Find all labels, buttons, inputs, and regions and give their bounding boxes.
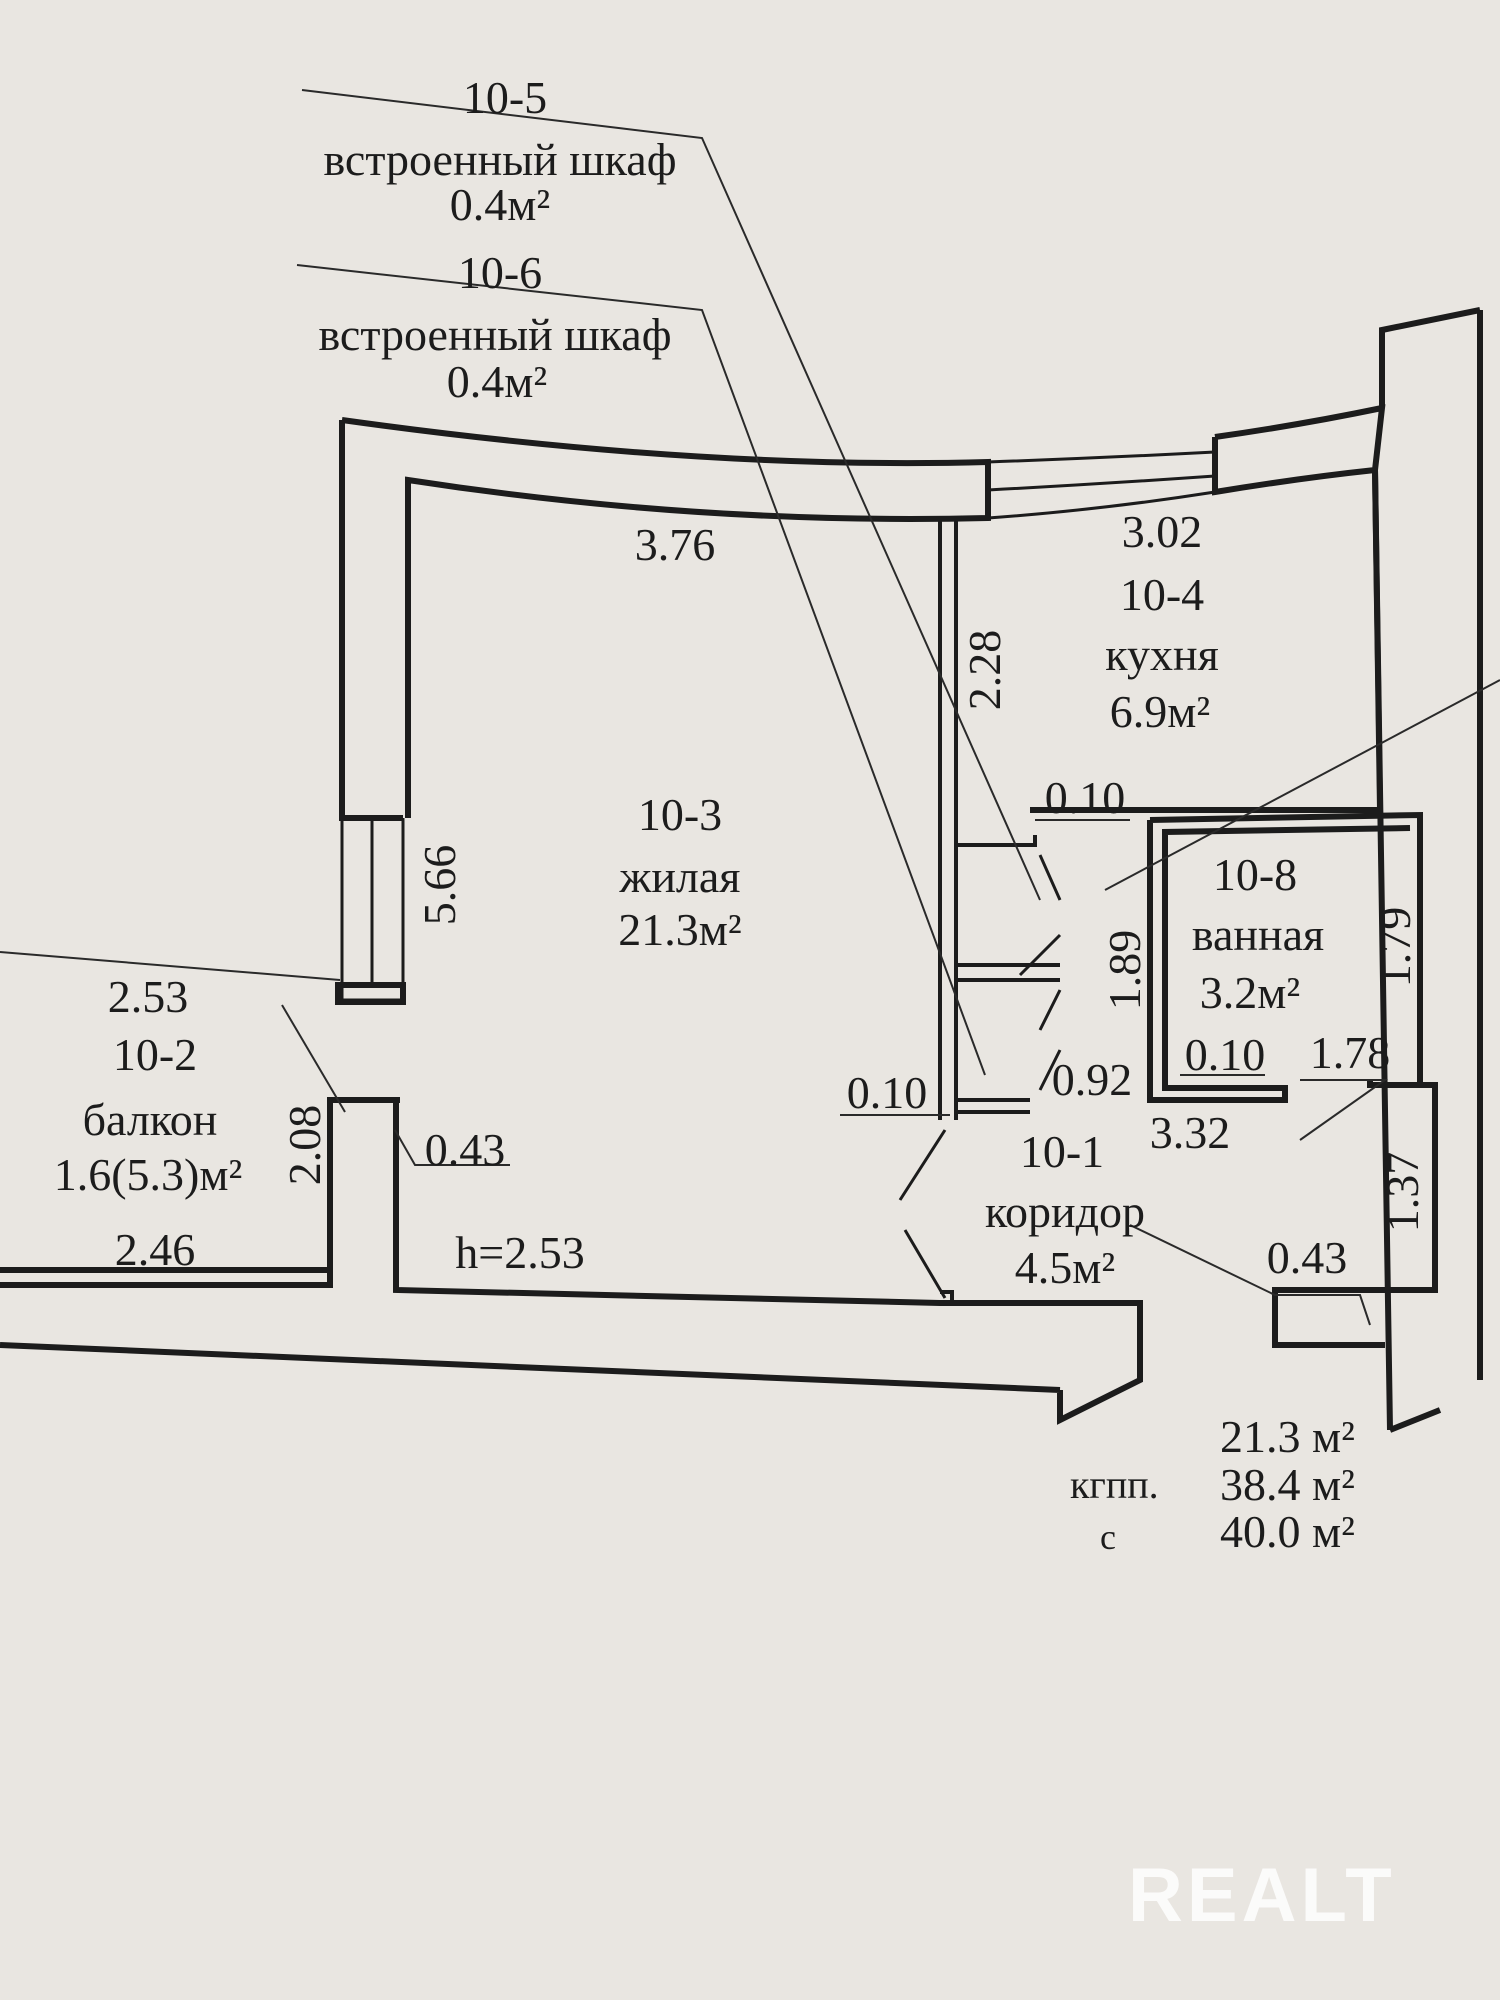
room-10-8-area: 3.2м² [1199,967,1301,1018]
room-10-5-name: встроенный шкаф [323,134,677,185]
window-sill [335,982,406,1005]
entry-door [898,1129,947,1299]
dim-bath-0-10: 0.10 [1184,1029,1266,1080]
dim-living-height: 5.66 [414,844,465,926]
dim-living-width: 3.76 [634,519,716,570]
outer-wall-top [339,417,991,821]
outer-wall-top-right [1212,404,1386,496]
room-10-5-area: 0.4м² [449,179,551,230]
leader-balcony-wall [281,1004,346,1113]
dim-balcony-width-top: 2.53 [107,971,189,1022]
dim-corridor-3-32: 3.32 [1149,1107,1231,1158]
room-10-3-name: жилая [619,851,741,902]
entry-door-jamb [940,1290,954,1303]
kitchen-window [987,450,1216,520]
total-line-1: 21.3 м² [1220,1411,1355,1462]
dim-wall-0-43-right: 0.43 [1266,1232,1348,1283]
leader-0.43-left [394,1129,510,1166]
total-prefix-3: с [1100,1517,1116,1557]
total-line-2: 38.4 м² [1220,1459,1355,1510]
dim-closet: 0.92 [1051,1054,1133,1105]
total-line-3: 40.0 м² [1220,1506,1355,1557]
leader-10-5 [301,89,1041,901]
dim-corridor-1-37: 1.37 [1377,1151,1428,1233]
closets [955,835,1060,1114]
dim-ceiling-height: h=2.53 [455,1227,585,1278]
room-10-1-name: коридор [984,1186,1146,1237]
bottom-wall [0,1097,1143,1425]
dim-bath-1-79: 1.79 [1369,906,1420,988]
dim-balcony-depth: 2.08 [279,1104,330,1186]
room-10-8-name: ванная [1191,909,1325,960]
dim-balcony-width-bottom: 2.46 [114,1224,196,1275]
room-10-3-area: 21.3м² [618,904,742,955]
total-prefix-2: кгпп. [1070,1462,1159,1507]
room-10-6-id: 10-6 [457,247,543,298]
partition-living-kitchen [938,518,958,1120]
living-window [340,818,405,1002]
kitchen-walls [1030,469,1384,813]
room-10-4-name: кухня [1105,629,1219,680]
dim-partition-top: 0.10 [1044,772,1126,823]
room-10-2-name: балкон [82,1094,218,1145]
dim-kitchen-width: 3.02 [1121,506,1203,557]
room-10-2-area: 1.6(5.3)м² [53,1149,243,1200]
leader-1.78 [1299,1079,1389,1141]
room-10-4-id: 10-4 [1119,569,1205,620]
closet-door-swings [1018,854,1062,1091]
room-10-2-id: 10-2 [112,1029,198,1080]
room-10-5-id: 10-5 [462,72,548,123]
dim-wall-0-43-left: 0.43 [424,1124,506,1175]
room-10-6-area: 0.4м² [446,356,548,407]
room-10-8-id: 10-8 [1212,849,1298,900]
realt-watermark: REALT [1128,1853,1396,1938]
dim-corridor-1-89: 1.89 [1099,929,1150,1011]
corridor-right-wall [1272,1082,1438,1348]
leader-balcony [0,951,341,981]
leader-10-6 [296,264,986,1076]
room-10-1-area: 4.5м² [1014,1242,1116,1293]
room-10-4-area: 6.9м² [1109,686,1211,737]
dim-kitchen-wall: 2.28 [959,629,1010,711]
room-10-3-id: 10-3 [637,789,723,840]
room-10-1-id: 10-1 [1019,1126,1105,1177]
dim-partition-left: 0.10 [846,1067,928,1118]
leader-10-8 [1104,679,1500,891]
dim-bath-1-78: 1.78 [1309,1027,1391,1078]
right-facade-wall [1372,307,1483,1433]
room-10-6-name: встроенный шкаф [318,309,672,360]
leader-corridor [1129,1224,1371,1326]
